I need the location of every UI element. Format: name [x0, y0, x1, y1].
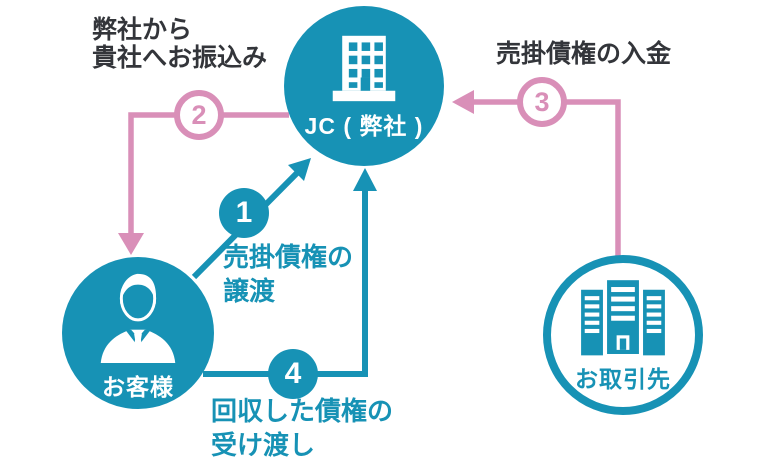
step-4-label: 回収した債権の 受け渡し — [211, 394, 393, 462]
person-icon — [100, 273, 176, 363]
step-4-label-line1: 回収した債権の — [211, 396, 394, 426]
step-1-label-line2: 譲渡 — [223, 276, 276, 306]
step-4-badge: 4 — [268, 349, 318, 399]
step-2-label: 弊社から 貴社へお振込み — [92, 16, 267, 72]
step-1-label-line1: 売掛債権の — [223, 242, 354, 272]
arrow-step-2 — [118, 112, 289, 255]
step-1-label: 売掛債権の 譲渡 — [223, 240, 353, 308]
node-client: お取引先 — [543, 255, 703, 415]
arrow-step-4 — [203, 168, 377, 377]
node-jc-label: JC ( 弊社 ) — [304, 112, 424, 139]
buildings-icon — [581, 276, 665, 357]
step-3-label-line1: 売掛債権の入金 — [496, 40, 672, 68]
office-building-icon — [332, 35, 396, 101]
step-1-badge: 1 — [219, 188, 269, 238]
step-4-label-line2: 受け渡し — [211, 430, 316, 460]
step-3-badge: 3 — [517, 77, 567, 127]
node-client-label: お取引先 — [575, 365, 671, 392]
step-2-label-line2: 貴社へお振込み — [92, 44, 268, 72]
step-2-badge: 2 — [174, 90, 224, 140]
node-customer-label: お客様 — [102, 373, 174, 400]
step-2-label-line1: 弊社から — [92, 16, 193, 44]
node-jc: JC ( 弊社 ) — [284, 6, 444, 166]
node-customer: お客様 — [62, 257, 214, 409]
step-3-label: 売掛債権の入金 — [496, 40, 671, 68]
